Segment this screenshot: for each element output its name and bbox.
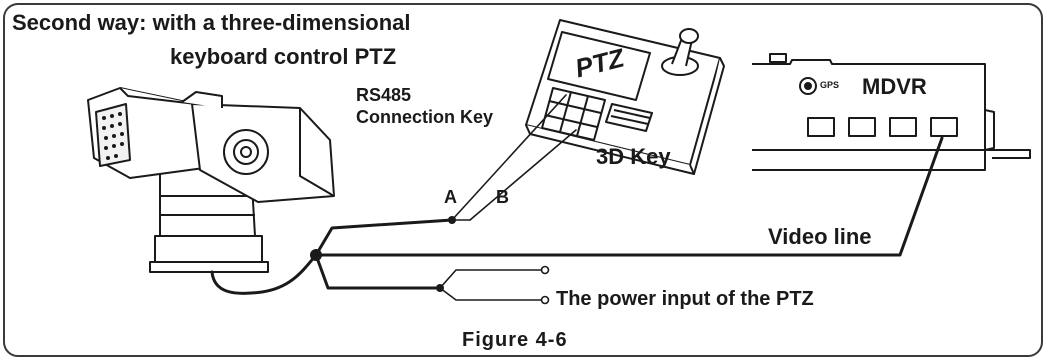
junction-dots: [310, 216, 456, 292]
ptz-camera: [87, 87, 335, 273]
power-input-label: The power input of the PTZ: [556, 288, 814, 310]
mdvr-unit: [752, 53, 1031, 171]
power-cable: [314, 253, 442, 290]
gps-label: GPS: [820, 80, 840, 90]
figure-caption: Figure 4-6: [462, 329, 568, 351]
thin-wires: [439, 94, 577, 301]
wire-b: [469, 129, 577, 221]
rs485-cable: [314, 218, 454, 257]
mdvr-label: MDVR: [862, 74, 927, 99]
keyboard-3d: [525, 19, 725, 175]
wire-b-label: B: [496, 187, 509, 207]
video-cable: [314, 136, 944, 257]
camera-cable: [210, 253, 318, 295]
keyboard-name-label: 3D Key: [596, 144, 671, 169]
heading-line-1: Second way: with a three-dimensional: [12, 10, 411, 35]
heading-line-2: keyboard control PTZ: [170, 44, 397, 69]
power-wire-2: [439, 287, 543, 301]
wire-a-label: A: [444, 187, 457, 207]
wire-a: [451, 94, 567, 221]
figure-border: [3, 3, 1043, 357]
ir-led-dots: [102, 112, 124, 160]
cables: [210, 136, 944, 295]
connection-key-label: Connection Key: [356, 107, 494, 127]
video-line-label: Video line: [768, 224, 872, 249]
power-wire-1: [439, 269, 543, 289]
rs485-label: RS485: [356, 85, 412, 105]
power-terminals: [540, 265, 550, 305]
